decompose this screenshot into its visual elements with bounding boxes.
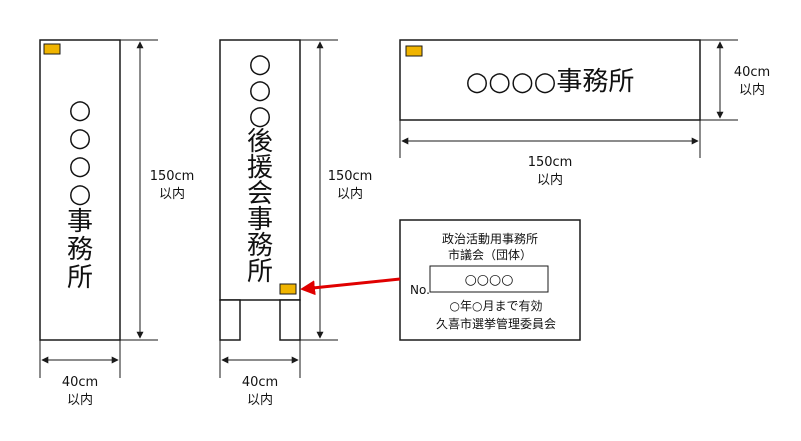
sign-right-height-label: 40cm (734, 65, 770, 80)
sign-char: ○ (249, 75, 272, 105)
sign-char: ○ (69, 123, 92, 153)
sign-middle-board (219, 39, 301, 301)
marker-plate-no-label: No. (410, 283, 430, 297)
sign-left-height-sub: 以内 (159, 186, 185, 202)
sign-char: ○ (69, 151, 92, 181)
marker-plate-issuer: 久喜市選挙管理委員会 (436, 316, 556, 331)
sign-left-height-label: 150cm (150, 169, 195, 184)
sign-char: ○ (69, 95, 92, 125)
sign-right-width-sub: 以内 (537, 172, 563, 188)
sign-middle-width-sub: 以内 (247, 392, 273, 408)
sign-char: 事 (247, 205, 273, 235)
sign-right-text: ○○○○事務所 (466, 67, 635, 97)
sign-middle-leg-right (279, 299, 301, 341)
sign-left-width-sub: 以内 (67, 392, 93, 408)
sign-right-marker-label (405, 45, 423, 57)
sign-char: 事 (67, 207, 93, 237)
sign-left: ○○○○事務所 150cm 以内 40cm 以内 (39, 39, 195, 408)
sign-right-board (399, 39, 701, 121)
marker-plate: 政治活動用事務所 市議会（団体） No. ○○○○ ○年○月まで有効 久喜市選挙… (399, 219, 581, 341)
sign-char: ○ (249, 49, 272, 79)
callout-arrow (300, 277, 401, 296)
marker-plate-number: ○○○○ (465, 272, 514, 288)
marker-plate-number-box (429, 265, 549, 293)
marker-plate-validity: ○年○月まで有効 (450, 298, 543, 313)
sign-right-width-label: 150cm (528, 155, 573, 170)
sign-char: 務 (67, 235, 93, 265)
sign-char: ○ (249, 101, 272, 131)
sign-char: 後 (247, 127, 273, 157)
sign-middle-marker-label (279, 283, 297, 295)
sign-left-marker-label (43, 43, 61, 55)
sign-char: 援 (247, 153, 273, 183)
sign-right-height-sub: 以内 (739, 82, 765, 98)
sign-middle: ○○○後援会事務所 150cm 以内 40cm 以内 (219, 39, 373, 408)
sign-middle-leg-left (219, 299, 241, 341)
sign-middle-height-label: 150cm (328, 169, 373, 184)
sign-char: 所 (247, 257, 273, 287)
sign-char: 会 (247, 179, 273, 209)
sign-left-text: ○○○○事務所 (67, 95, 93, 293)
marker-plate-line1: 政治活動用事務所 (442, 232, 538, 246)
sign-middle-text: ○○○後援会事務所 (247, 49, 273, 287)
sign-char: 所 (67, 263, 93, 293)
sign-right: ○○○○事務所 40cm 以内 150cm 以内 (399, 39, 770, 188)
sign-char: ○ (69, 179, 92, 209)
sign-middle-height-sub: 以内 (337, 186, 363, 202)
marker-plate-line2: 市議会（団体） (448, 247, 532, 262)
sign-left-board (39, 39, 121, 341)
sign-middle-width-label: 40cm (242, 375, 278, 390)
sign-char: 務 (247, 231, 273, 261)
sign-left-width-label: 40cm (62, 375, 98, 390)
